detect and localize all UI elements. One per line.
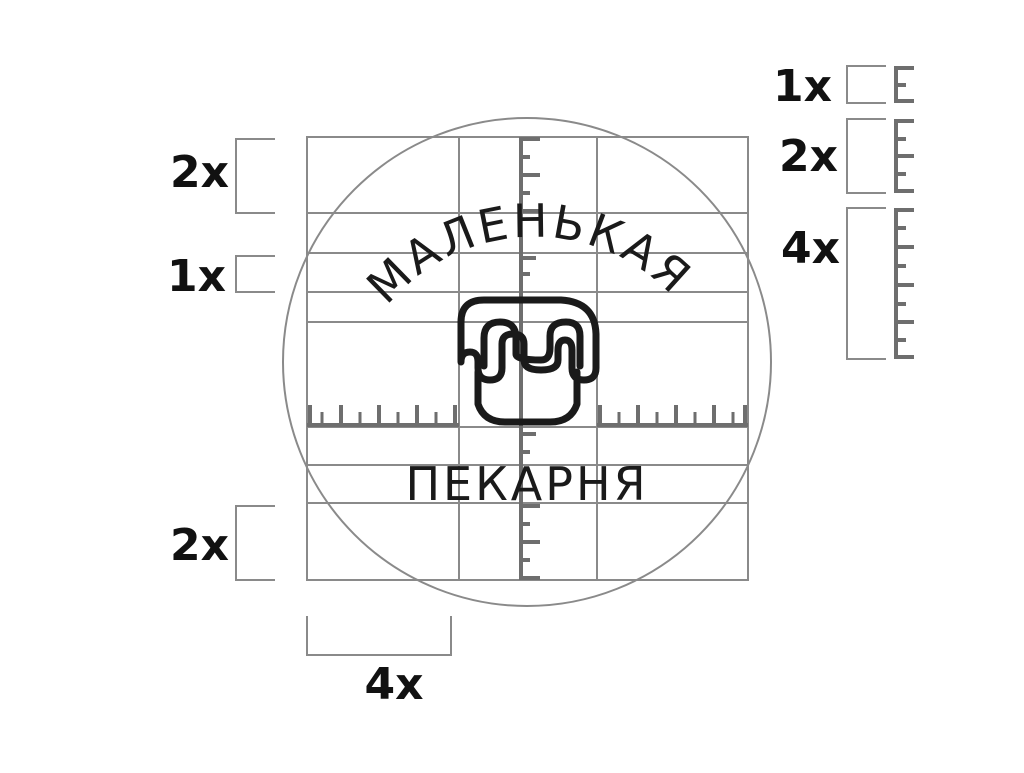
bracket-bottom xyxy=(306,616,452,656)
logo-bottom-title: ПЕКАРНЯ xyxy=(405,457,648,511)
label-left-mid: 1x xyxy=(167,251,226,302)
legend-label-4x: 4x xyxy=(781,223,840,274)
right-horizontal-ruler xyxy=(597,405,748,427)
legend-bracket-2x xyxy=(846,118,886,194)
legend-rulers xyxy=(894,66,914,359)
bracket-left-bottom xyxy=(235,505,275,581)
bracket-left-top xyxy=(235,138,275,214)
label-left-bottom: 2x xyxy=(170,520,229,571)
bracket-left-mid xyxy=(235,255,275,293)
scale-legend: 1x 2x 4x xyxy=(773,61,914,360)
legend-bracket-4x xyxy=(846,207,886,360)
legend-bracket-1x xyxy=(846,65,886,104)
label-left-top: 2x xyxy=(170,147,229,198)
left-horizontal-ruler xyxy=(307,405,459,427)
label-bottom: 4x xyxy=(365,659,424,710)
construction-circle xyxy=(282,117,772,607)
legend-label-1x: 1x xyxy=(773,61,832,112)
legend-label-2x: 2x xyxy=(779,131,838,182)
left-scale-brackets xyxy=(235,138,452,656)
cupcake-icon xyxy=(457,296,600,426)
